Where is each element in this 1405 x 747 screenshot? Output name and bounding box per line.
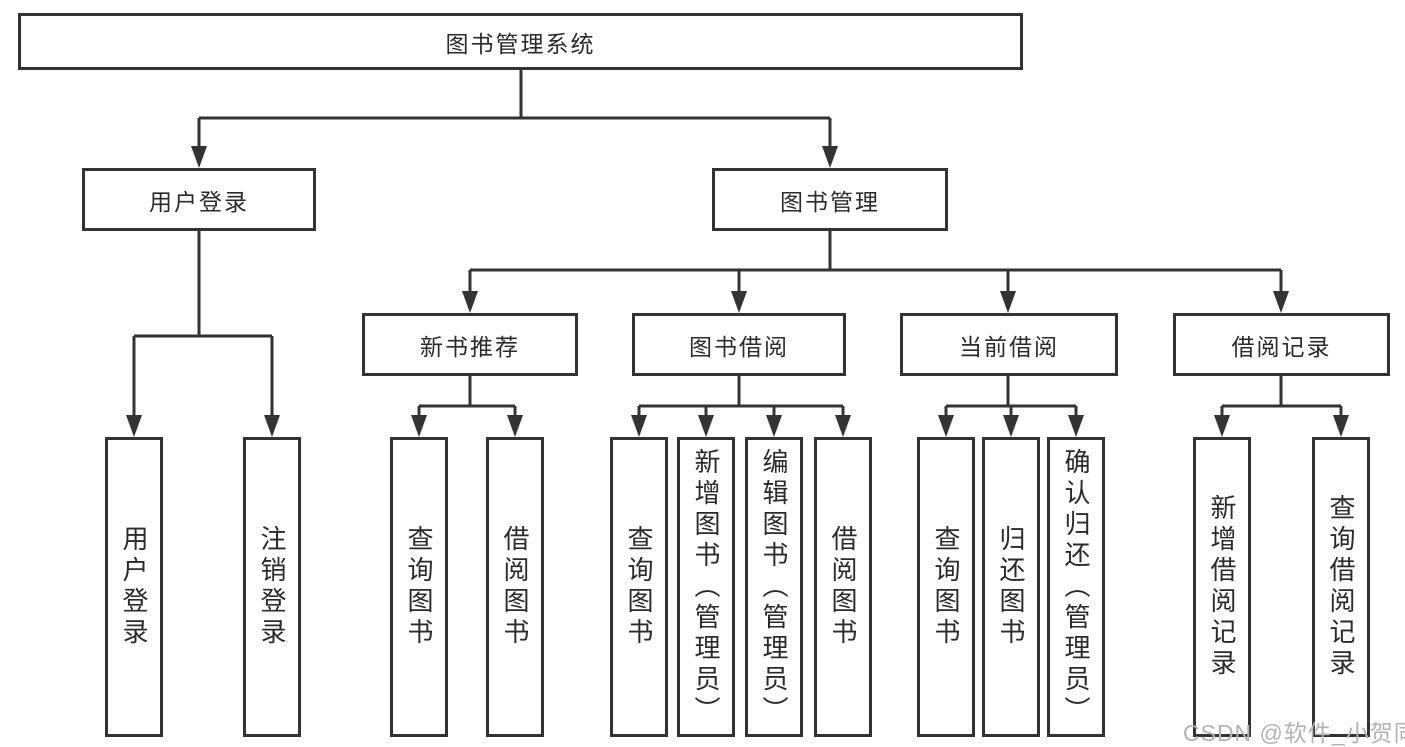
arrow-down-icon [1214, 415, 1230, 437]
leaf-borrow-books-1: 借阅图书 [486, 437, 544, 737]
leaf-query-books-3: 查询图书 [917, 437, 975, 737]
edge-root-to-level2 [197, 70, 832, 150]
arrow-down-icon [835, 415, 851, 437]
leaf-query-books-1: 查询图书 [390, 437, 448, 737]
node-borrow-records: 借阅记录 [1173, 313, 1390, 376]
leaf-query-record: 查询借阅记录 [1312, 437, 1370, 737]
arrow-down-icon [1000, 291, 1016, 313]
leaf-borrow-books-2: 借阅图书 [814, 437, 872, 737]
node-user-login: 用户登录 [82, 168, 316, 231]
leaf-user-login-label: 用户登录 [119, 525, 149, 649]
leaf-add-record-label: 新增借阅记录 [1207, 494, 1237, 680]
arrow-down-icon [822, 146, 838, 168]
leaf-edit-book: 编辑图书（管理员） [745, 437, 803, 737]
node-new-books: 新书推荐 [362, 313, 578, 376]
leaf-logout-label: 注销登录 [257, 525, 287, 649]
leaf-query-record-label: 查询借阅记录 [1326, 494, 1356, 680]
node-book-mgmt: 图书管理 [712, 168, 948, 231]
arrow-down-icon [1068, 415, 1084, 437]
arrow-down-icon [1003, 415, 1019, 437]
leaf-query-books-2-label: 查询图书 [624, 525, 654, 649]
leaf-user-login: 用户登录 [105, 437, 163, 737]
edge-records-to-leaves [1220, 376, 1343, 419]
arrow-down-icon [1333, 415, 1349, 437]
edge-current-to-leaves [944, 376, 1078, 419]
leaf-edit-book-label: 编辑图书（管理员） [759, 447, 789, 727]
arrow-down-icon [698, 415, 714, 437]
watermark: CSDN @软件_小贺同学 [1183, 720, 1405, 746]
leaf-add-book-label: 新增图书（管理员） [691, 447, 721, 727]
edge-borrowing-to-leaves [637, 376, 845, 419]
arrow-down-icon [191, 146, 207, 168]
node-root: 图书管理系统 [18, 13, 1023, 70]
arrow-down-icon [264, 415, 280, 437]
leaf-return-book: 归还图书 [982, 437, 1040, 737]
arrow-down-icon [631, 415, 647, 437]
arrow-down-icon [938, 415, 954, 437]
arrow-down-icon [766, 415, 782, 437]
leaf-borrow-books-2-label: 借阅图书 [828, 525, 858, 649]
arrow-down-icon [1273, 291, 1289, 313]
edge-bookmgmt-to-level3 [468, 231, 1283, 295]
arrow-down-icon [507, 415, 523, 437]
leaf-confirm-return: 确认归还（管理员） [1047, 437, 1105, 737]
node-current-borrow: 当前借阅 [900, 313, 1118, 376]
leaf-logout: 注销登录 [243, 437, 301, 737]
leaf-query-books-2: 查询图书 [610, 437, 668, 737]
leaf-add-book: 新增图书（管理员） [677, 437, 735, 737]
leaf-borrow-books-1-label: 借阅图书 [500, 525, 530, 649]
leaf-confirm-return-label: 确认归还（管理员） [1061, 447, 1091, 727]
arrow-down-icon [462, 291, 478, 313]
leaf-query-books-3-label: 查询图书 [931, 525, 961, 649]
edge-userlogin-to-leaves [132, 231, 274, 419]
node-borrowing: 图书借阅 [632, 313, 846, 376]
edge-newbooks-to-leaves [417, 376, 517, 419]
leaf-add-record: 新增借阅记录 [1193, 437, 1251, 737]
arrow-down-icon [411, 415, 427, 437]
arrow-down-icon [126, 415, 142, 437]
leaf-return-book-label: 归还图书 [996, 525, 1026, 649]
arrow-down-icon [731, 291, 747, 313]
leaf-query-books-1-label: 查询图书 [404, 525, 434, 649]
